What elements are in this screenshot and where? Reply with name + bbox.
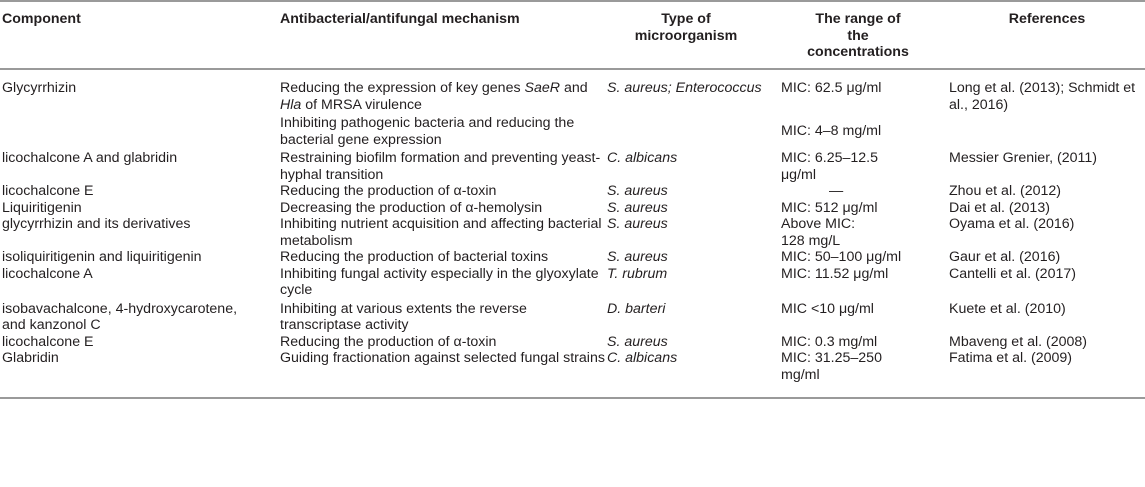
cell-component: isoliquiritigenin and liquiritigenin	[2, 249, 202, 265]
cell-component: Liquiritigenin	[2, 199, 82, 216]
table-row: Liquiritigenin Decreasing the production…	[0, 200, 1145, 217]
cell-concentration: MIC: 4–8 mg/ml	[781, 113, 949, 148]
cell-component: isobavachalcone, 4-hydroxycarotene, and …	[0, 299, 280, 334]
cell-component: glycyrrhizin and its derivatives	[2, 216, 191, 232]
cell-mechanism: Reducing the production of α-toxin	[280, 183, 497, 199]
cell-reference: Kuete et al. (2010)	[949, 300, 1066, 317]
cell-concentration: MIC: 62.5 μg/ml	[781, 80, 882, 96]
mechanism-text: and	[560, 80, 588, 96]
table-row: glycyrrhizin and its derivatives Inhibit…	[0, 216, 1145, 249]
organism-name: S. aureus	[607, 249, 668, 265]
cell-reference: Cantelli et al. (2017)	[949, 265, 1076, 282]
cell-organism: S. aureus	[607, 216, 781, 249]
cell-concentration: MIC: 11.52 μg/ml	[781, 265, 889, 282]
table-row: licochalcone E Reducing the production o…	[0, 334, 1145, 351]
table-row: isobavachalcone, 4-hydroxycarotene, and …	[0, 299, 1145, 334]
cell-component: licochalcone E	[2, 183, 94, 199]
organism-name: S. aureus	[607, 216, 668, 232]
table-header-row: Component Antibacterial/antifungal mecha…	[0, 1, 1145, 69]
cell-mechanism: Inhibiting pathogenic bacteria and reduc…	[280, 115, 575, 148]
concentration-text: Above MIC: 128 mg/L	[781, 216, 856, 249]
cell-organism: D. barteri	[607, 299, 781, 334]
mechanism-text: Reducing the expression of key genes	[280, 80, 525, 96]
cell-mechanism: Restraining biofilm formation and preven…	[280, 150, 601, 183]
table-row: Glabridin Guiding fractionation against …	[0, 350, 1145, 398]
cell-organism: S. aureus	[607, 334, 781, 351]
organism-name: C. albicans	[607, 150, 678, 166]
cell-component	[0, 113, 280, 148]
mechanism-text: of MRSA virulence	[301, 96, 422, 113]
cell-component: licochalcone A	[2, 265, 93, 282]
cell-mechanism: Reducing the production of bacterial tox…	[280, 249, 549, 265]
gene-name: SaeR	[524, 80, 561, 96]
cell-organism: T. rubrum	[607, 266, 781, 299]
cell-organism: C. albicans	[607, 350, 781, 398]
table-row: licochalcone E Reducing the production o…	[0, 183, 1145, 200]
cell-reference: Dai et al. (2013)	[949, 199, 1050, 216]
organism-name: D. barteri	[607, 300, 666, 317]
cell-concentration: Above MIC: 128 mg/L	[781, 216, 949, 249]
cell-reference: Fatima et al. (2009)	[949, 350, 1073, 366]
table-row: licochalcone A Inhibiting fungal activit…	[0, 266, 1145, 299]
cell-concentration: MIC: 50–100 μg/ml	[781, 249, 902, 265]
header-references: References	[1008, 11, 1086, 27]
cell-concentration: —	[829, 183, 844, 199]
cell-reference: Oyama et al. (2016)	[949, 216, 1075, 232]
cell-reference: Gaur et al. (2016)	[949, 249, 1061, 265]
cell-organism: S. aureus; Enterococcus	[607, 80, 781, 113]
cell-mechanism: Reducing the production of α-toxin	[280, 333, 497, 350]
cell-reference: Messier Grenier, (2011)	[949, 150, 1097, 166]
header-microorganism-text: Type of microorganism	[634, 11, 738, 44]
organism-name: T. rubrum	[607, 265, 668, 282]
cell-concentration: MIC: 0.3 mg/ml	[781, 333, 878, 350]
cell-organism: C. albicans	[607, 148, 781, 183]
cell-mechanism: Guiding fractionation against selected f…	[280, 350, 605, 366]
header-concentration-text: The range of the concentrations	[807, 11, 909, 60]
organism-name: S. aureus	[607, 333, 668, 350]
component-text: isobavachalcone, 4-hydroxycarotene, and …	[2, 300, 238, 334]
table-row: licochalcone A and glabridin Restraining…	[0, 148, 1145, 183]
cell-reference: Long et al. (2013); Schmidt et al., 2016…	[949, 80, 1136, 113]
cell-organism	[607, 113, 781, 148]
header-component: Component	[2, 11, 81, 27]
cell-concentration: MIC: 31.25–250 mg/ml	[781, 350, 949, 398]
cell-mechanism: Inhibiting at various extents the revers…	[280, 300, 527, 334]
cell-organism: S. aureus	[607, 183, 781, 200]
header-concentration: The range of the concentrations	[781, 1, 949, 69]
cell-organism: S. aureus	[607, 249, 781, 266]
concentration-text: MIC: 31.25–250 mg/ml	[781, 350, 882, 383]
cell-mechanism: Reducing the expression of key genes Sae…	[280, 80, 607, 113]
cell-concentration: MIC <10 μg/ml	[781, 300, 874, 317]
cell-concentration: MIC: 6.25–12.5 μg/ml	[781, 148, 949, 183]
cell-mechanism: Decreasing the production of α-hemolysin	[280, 199, 543, 216]
organism-name: C. albicans	[607, 350, 678, 366]
organism-name: S. aureus; Enterococcus	[607, 80, 762, 96]
cell-mechanism: Inhibiting fungal activity especially in…	[280, 265, 599, 299]
cell-component: licochalcone E	[2, 333, 94, 350]
organism-name: S. aureus	[607, 183, 668, 199]
table-row: Glycyrrhizin Reducing the expression of …	[0, 80, 1145, 113]
header-microorganism: Type of microorganism	[607, 1, 781, 69]
cell-component: Glycyrrhizin	[2, 80, 77, 96]
table-row: Inhibiting pathogenic bacteria and reduc…	[0, 113, 1145, 148]
cell-concentration: MIC: 512 μg/ml	[781, 199, 878, 216]
cell-reference: Mbaveng et al. (2008)	[949, 333, 1088, 350]
organism-name: S. aureus	[607, 199, 668, 216]
cell-reference	[949, 113, 1145, 148]
header-mechanism: Antibacterial/antifungal mechanism	[280, 11, 520, 27]
concentration-text: MIC: 4–8 mg/ml	[781, 123, 882, 139]
gene-name: Hla	[280, 96, 302, 113]
concentration-text: MIC: 6.25–12.5 μg/ml	[781, 150, 879, 183]
table-row: isoliquiritigenin and liquiritigenin Red…	[0, 249, 1145, 266]
cell-organism: S. aureus	[607, 200, 781, 217]
cell-component: licochalcone A and glabridin	[2, 150, 178, 166]
cell-reference: Zhou et al. (2012)	[949, 183, 1061, 199]
cell-component: Glabridin	[2, 350, 59, 366]
spacer-row	[0, 69, 1145, 80]
cell-mechanism: Inhibiting nutrient acquisition and affe…	[280, 216, 602, 249]
mechanism-table: Component Antibacterial/antifungal mecha…	[0, 1, 1145, 398]
